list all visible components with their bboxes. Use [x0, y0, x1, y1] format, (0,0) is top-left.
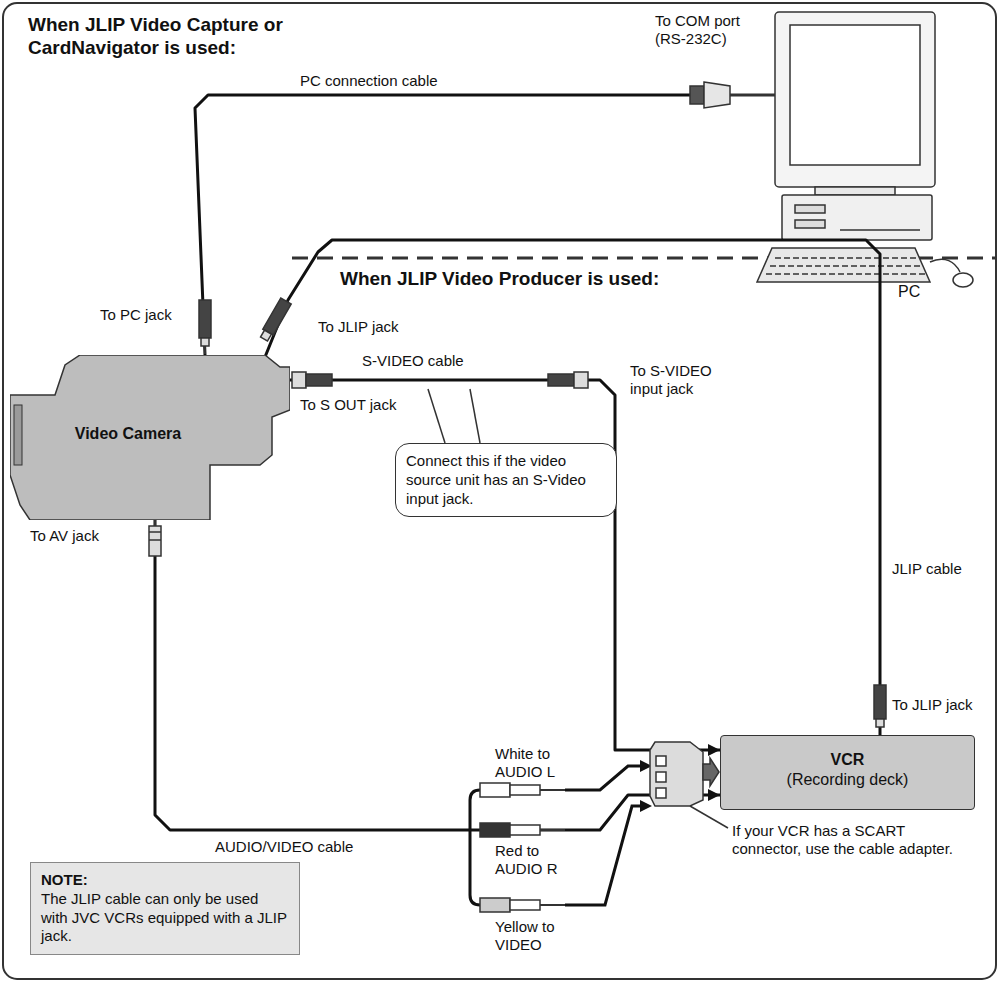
node-text: VCR — [727, 750, 968, 770]
rca-plugs-part — [480, 783, 510, 797]
cable-branches-part — [470, 830, 480, 905]
node-text: (Recording deck) — [727, 770, 968, 790]
pc-plug-part — [201, 338, 209, 346]
callout-pointer-part — [428, 389, 445, 443]
jlip-vcr-plug-part — [876, 719, 884, 727]
rca-plugs-part — [540, 829, 565, 831]
pc-illustration-part — [930, 259, 960, 272]
callout-pointer — [428, 389, 480, 443]
jack-label: To S-VIDEO input jack — [630, 362, 740, 398]
cable-branches-part — [565, 766, 642, 790]
computer: PC — [690, 15, 960, 315]
camera-outline — [10, 355, 290, 520]
vcr-deck: VCR(Recording deck) — [720, 735, 975, 810]
scart-adapter-part — [703, 758, 719, 786]
rca-plugs-part — [540, 904, 565, 906]
scart-adapter-part — [650, 742, 703, 806]
jlip-plug — [259, 298, 291, 342]
pc-illustration-part — [840, 229, 920, 231]
cable-branches-part — [470, 790, 480, 830]
com-connector-part — [690, 86, 704, 104]
cable — [155, 520, 720, 830]
rca-plugs-part — [480, 823, 510, 837]
node-text: Connect this if the video source unit ha… — [406, 452, 606, 508]
jlip-plug-part — [263, 298, 291, 335]
scart-adapter-part — [656, 772, 666, 782]
av-plug — [149, 518, 172, 556]
callout-bubble: Connect this if the video source unit ha… — [395, 443, 617, 517]
cable — [265, 240, 880, 735]
pc-illustration-part — [815, 187, 895, 195]
jack-label: If your VCR has a SCART connector, use t… — [732, 822, 967, 858]
jack-label: Yellow to VIDEO — [495, 918, 590, 954]
jack-label: To COM port (RS-232C) — [655, 12, 767, 48]
jack-label: To AV jack — [30, 527, 130, 545]
pc-plug — [199, 300, 211, 354]
cable-label: JLIP cable — [892, 560, 982, 578]
s-video-plug-part — [306, 374, 332, 386]
com-connector-part — [704, 82, 730, 108]
cable-label: PC connection cable — [300, 72, 480, 90]
callout-pointer-part — [470, 389, 480, 443]
av-plug-part — [149, 531, 161, 533]
jack-label: To PC jack — [100, 306, 195, 324]
section-heading: When JLIP Video Capture or CardNavigator… — [28, 14, 373, 60]
jack-label: To JLIP jack — [892, 696, 987, 714]
s-video-plug-part — [548, 374, 574, 386]
com-connector — [690, 82, 775, 108]
pc-illustration-part — [953, 273, 973, 287]
cable-branches-part — [565, 806, 642, 905]
s-video-plug-part — [292, 372, 306, 388]
rca-plugs-part — [510, 900, 540, 910]
cable-branches — [470, 766, 642, 905]
note-box: NOTE:The JLIP cable can only be used wit… — [30, 862, 300, 955]
pc-illustration-part — [770, 265, 921, 267]
pc-illustration-part — [775, 257, 918, 259]
jlip-plug-part — [261, 330, 272, 341]
jack-label: Red to AUDIO R — [495, 842, 590, 878]
jack-label: White to AUDIO L — [495, 745, 590, 781]
lens-ring — [14, 405, 22, 465]
s-video-plug-part — [574, 372, 588, 388]
pc-illustration-part — [782, 195, 932, 240]
av-plug-part — [149, 526, 161, 556]
jack-label: To JLIP jack — [318, 318, 428, 336]
av-plug-part — [149, 539, 161, 541]
pc-illustration-part — [790, 25, 920, 165]
pc-illustration — [757, 12, 973, 287]
pc-illustration-part — [775, 12, 935, 187]
node-text: Video Camera — [28, 425, 228, 443]
pc-plug-part — [204, 346, 206, 354]
pc-plug-part — [199, 300, 211, 338]
outer-frame — [3, 3, 996, 979]
cable — [195, 95, 690, 355]
rca-plugs-part — [540, 789, 565, 791]
pc-illustration-part — [766, 273, 925, 275]
cable-label: S-VIDEO cable — [362, 352, 502, 370]
branch-arrowheads-part — [640, 800, 652, 812]
pc-illustration-part — [757, 248, 930, 282]
scart-adapter-part — [656, 756, 666, 766]
jack-label: To S OUT jack — [300, 396, 420, 414]
node-text: NOTE: — [41, 871, 289, 890]
scart-adapter — [650, 742, 719, 806]
scart-adapter-part — [656, 788, 666, 798]
pc-illustration-part — [795, 220, 825, 228]
jlip-vcr-plug-part — [874, 685, 886, 719]
jlip-vcr-plug — [874, 685, 886, 727]
rca-plugs-part — [510, 825, 540, 835]
rca-plugs-part — [480, 898, 510, 912]
rca-plugs-part — [510, 785, 540, 795]
cable-label: AUDIO/VIDEO cable — [215, 838, 395, 856]
video-camera: Video Camera — [10, 355, 290, 520]
com-connector-part — [730, 94, 775, 97]
node-text: The JLIP cable can only be used with JVC… — [41, 890, 289, 946]
node-text: PC — [898, 283, 960, 301]
pc-illustration-part — [795, 205, 825, 213]
section-heading: When JLIP Video Producer is used: — [340, 268, 800, 291]
s-video-plug — [292, 372, 588, 388]
cable — [290, 380, 720, 750]
